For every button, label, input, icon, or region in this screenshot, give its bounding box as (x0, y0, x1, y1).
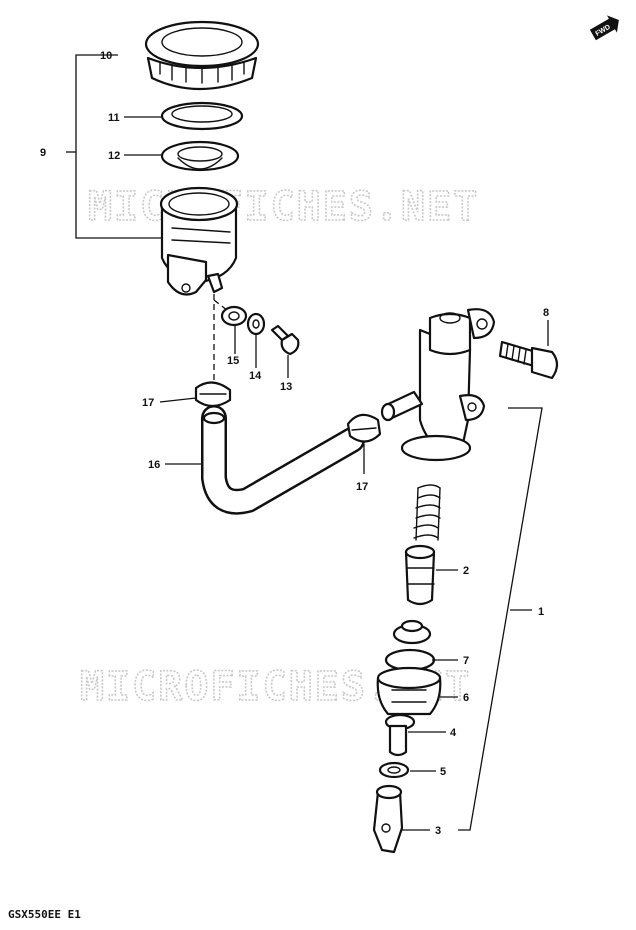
callout-8: 8 (543, 307, 549, 319)
callout-5: 5 (440, 766, 446, 778)
reservoir-body (159, 186, 239, 296)
mounting-bolt (498, 340, 559, 380)
callout-9: 9 (40, 147, 46, 159)
hose-clamp-upper (194, 381, 232, 408)
callout-10: 10 (100, 50, 112, 62)
callout-4: 4 (450, 727, 457, 739)
primary-cup (384, 619, 436, 672)
return-spring (413, 484, 441, 541)
callout-6: 6 (463, 692, 469, 704)
bracket-9 (75, 54, 162, 239)
hose-clamp-lower (346, 413, 382, 443)
master-cylinder-body (380, 308, 496, 462)
fwd-arrow-icon: FWD (589, 15, 619, 41)
watermark-top: MICROFICHES.NET (88, 184, 479, 230)
callout-11: 11 (108, 112, 120, 124)
callout-2: 2 (463, 565, 469, 577)
reservoir-plate (160, 101, 244, 131)
callout-17-upper: 17 (142, 397, 154, 409)
callout-7: 7 (463, 655, 469, 667)
lock-nut (378, 761, 410, 779)
reservoir-cap (144, 20, 260, 91)
callout-14: 14 (249, 370, 262, 382)
callout-12: 12 (108, 150, 120, 162)
lock-washer (246, 312, 266, 336)
callout-1: 1 (538, 606, 544, 618)
clevis (372, 784, 404, 854)
model-code: GSX550EE E1 (8, 908, 81, 921)
push-rod (384, 713, 416, 757)
reservoir-diaphragm (160, 140, 240, 172)
dust-boot (376, 666, 442, 716)
reservoir-bolt (270, 324, 300, 356)
callout-15: 15 (227, 355, 239, 367)
callout-13: 13 (280, 381, 292, 393)
callout-16: 16 (148, 459, 160, 471)
washer (220, 305, 248, 327)
callout-3: 3 (435, 825, 441, 837)
bracket-1 (458, 407, 543, 831)
callout-17-lower: 17 (356, 481, 368, 493)
piston (404, 544, 436, 606)
reservoir-hose (201, 405, 365, 515)
